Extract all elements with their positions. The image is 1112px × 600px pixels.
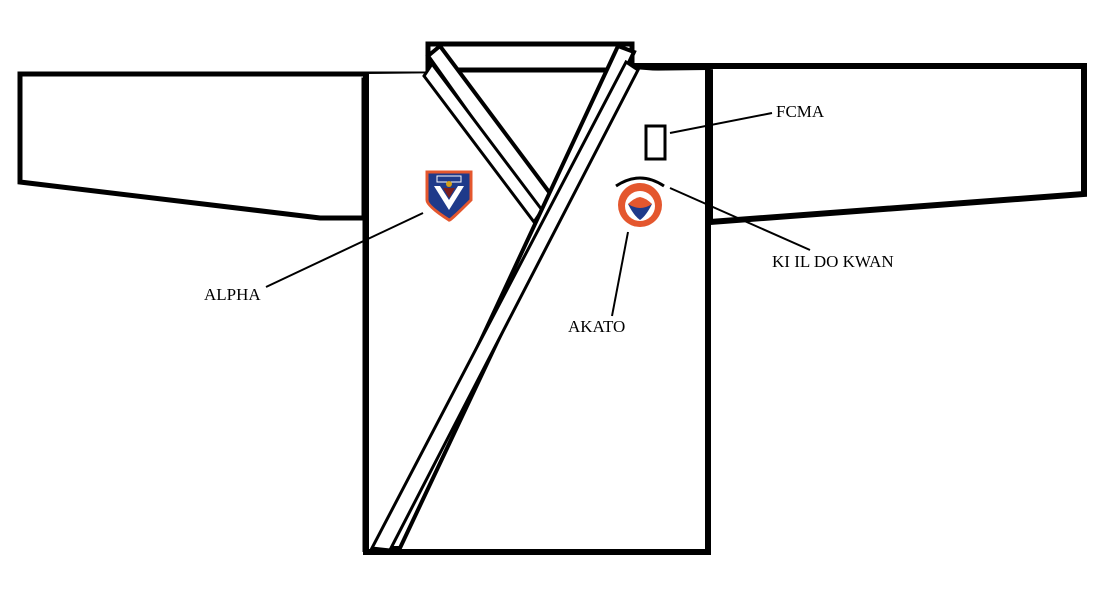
collar	[425, 41, 635, 73]
right-lapel-inner	[369, 59, 640, 552]
akato-label: AKATO	[568, 317, 625, 336]
kildokwan-label: KI IL DO KWAN	[772, 252, 894, 271]
fcma-patch	[644, 124, 667, 161]
akato-patch	[615, 176, 665, 227]
fcma-label: FCMA	[776, 102, 825, 121]
alpha-label: ALPHA	[204, 285, 261, 304]
alpha-patch	[425, 170, 473, 222]
kildokwan-leader-line	[669, 187, 811, 251]
akato-leader-line	[611, 231, 629, 317]
alpha-leader-line	[265, 212, 424, 288]
fcma-leader-line	[669, 112, 773, 134]
